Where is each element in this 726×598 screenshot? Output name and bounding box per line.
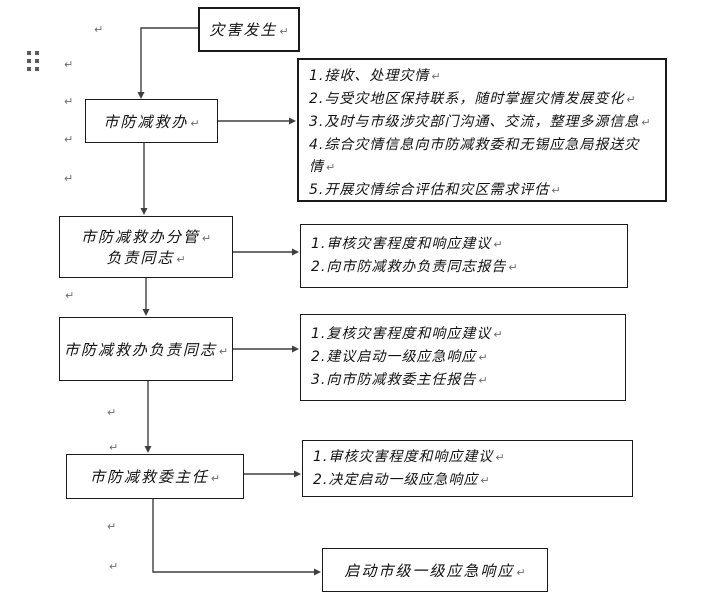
node-committee-director[interactable]: 市防减救委主任↵ — [66, 454, 244, 499]
paragraph-mark-icon: ↵ — [201, 232, 212, 245]
arrowhead-right-icon — [314, 568, 321, 576]
paragraph-mark-icon: ↵ — [109, 441, 119, 454]
paragraph-mark-icon: ↵ — [326, 161, 336, 174]
list-item: 1.复核灾害程度和响应建议 — [311, 326, 492, 342]
node-label: 市防减救办分管 — [80, 228, 200, 246]
paragraph-mark-icon: ↵ — [109, 560, 119, 573]
node-label: 市防减救办负责同志 — [63, 340, 217, 359]
paragraph-mark-icon: ↵ — [64, 58, 74, 71]
arrowhead-right-icon — [292, 248, 299, 256]
paragraph-mark-icon: ↵ — [210, 472, 221, 485]
paragraph-mark-icon: ↵ — [431, 70, 441, 83]
node-label: 灾害发生 — [209, 21, 278, 39]
paragraph-mark-icon: ↵ — [626, 93, 636, 106]
list-item: 3.及时与市级涉灾部门沟通、交流，整理多源信息 — [309, 114, 640, 130]
list-item: 2.决定启动一级应急响应 — [313, 472, 479, 488]
detail-box-responsible-duties[interactable]: 1.复核灾害程度和响应建议↵ 2.建议启动一级应急响应↵ 3.向市防减救委主任报… — [300, 314, 626, 401]
arrowhead-down-icon — [144, 446, 152, 453]
detail-box-director-duties[interactable]: 1.审核灾害程度和响应建议↵ 2.决定启动一级应急响应↵ — [302, 440, 633, 497]
paragraph-mark-icon: ↵ — [94, 23, 104, 36]
node-office-responsible-comrade[interactable]: 市防减救办负责同志↵ — [59, 317, 233, 381]
paragraph-mark-icon: ↵ — [190, 116, 200, 130]
paragraph-mark-icon: ↵ — [493, 238, 503, 251]
list-item: 2.与受灾地区保持联系，随时掌握灾情发展变化 — [309, 91, 625, 107]
node-office-deputy-comrade[interactable]: 市防减救办分管↵ 负责同志↵ — [59, 216, 233, 278]
node-city-disaster-office[interactable]: 市防减救办↵ — [85, 99, 218, 143]
paragraph-mark-icon: ↵ — [478, 351, 488, 364]
list-item: 1.审核灾害程度和响应建议 — [313, 449, 494, 465]
connector-node4-to-end — [152, 499, 314, 573]
list-item: 4.综合灾情信息向市防减救委和无锡应急局报送灾情 — [309, 137, 640, 175]
node-label: 市防减救办 — [103, 112, 189, 131]
paragraph-mark-icon: ↵ — [493, 328, 503, 341]
paragraph-mark-icon: ↵ — [107, 520, 117, 533]
drag-handle-icon[interactable] — [27, 51, 39, 71]
connector-start-to-node1 — [140, 27, 198, 92]
paragraph-mark-icon: ↵ — [64, 172, 74, 185]
node-activate-level1-response[interactable]: 启动市级一级应急响应↵ — [322, 548, 548, 592]
list-item: 1.审核灾害程度和响应建议 — [311, 236, 492, 252]
detail-box-office-duties[interactable]: 1.接收、处理灾情↵ 2.与受灾地区保持联系，随时掌握灾情发展变化↵ 3.及时与… — [297, 58, 667, 202]
node-label: 市防减救委主任 — [89, 468, 209, 486]
arrowhead-down-icon — [137, 92, 145, 99]
paragraph-mark-icon: ↵ — [279, 25, 289, 38]
list-item: 3.向市防减救委主任报告 — [311, 372, 477, 388]
paragraph-mark-icon: ↵ — [218, 344, 229, 358]
paragraph-mark-icon: ↵ — [551, 184, 561, 197]
list-item: 5.开展灾情综合评估和灾区需求评估 — [309, 182, 550, 198]
node-label: 负责同志 — [106, 249, 175, 267]
paragraph-mark-icon: ↵ — [508, 261, 518, 274]
list-item: 2.建议启动一级应急响应 — [311, 349, 477, 365]
list-item: 1.接收、处理灾情 — [309, 68, 430, 84]
arrowhead-down-icon — [142, 309, 150, 316]
list-item: 2.向市防减救办负责同志报告 — [311, 259, 507, 275]
paragraph-mark-icon: ↵ — [64, 133, 74, 146]
paragraph-mark-icon: ↵ — [176, 253, 186, 266]
arrowhead-right-icon — [294, 470, 301, 478]
paragraph-mark-icon: ↵ — [64, 95, 74, 108]
node-label: 启动市级一级应急响应 — [344, 561, 515, 580]
arrowhead-right-icon — [289, 117, 296, 125]
paragraph-mark-icon: ↵ — [478, 374, 488, 387]
paragraph-mark-icon: ↵ — [480, 474, 490, 487]
arrowhead-right-icon — [292, 345, 299, 353]
paragraph-mark-icon: ↵ — [65, 289, 75, 302]
paragraph-mark-icon: ↵ — [516, 565, 526, 579]
detail-box-deputy-duties[interactable]: 1.审核灾害程度和响应建议↵ 2.向市防减救办负责同志报告↵ — [300, 224, 628, 288]
paragraph-mark-icon: ↵ — [641, 116, 651, 129]
node-disaster-occurs[interactable]: 灾害发生↵ — [198, 7, 300, 52]
arrowhead-down-icon — [140, 208, 148, 215]
paragraph-mark-icon: ↵ — [495, 451, 505, 464]
paragraph-mark-icon: ↵ — [107, 406, 117, 419]
